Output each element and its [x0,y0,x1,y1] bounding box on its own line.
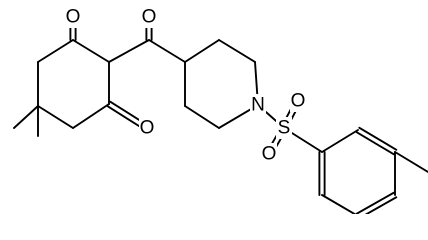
bond-line [108,39,150,63]
bond-line [37,105,74,129]
atom-n1: N [250,94,266,116]
bond-line [394,151,428,173]
atom-label-o2: O [142,7,157,28]
bond-line [184,39,220,63]
atom-label-layer: O O O N S O O [65,6,306,165]
atom-o5: O [261,143,277,165]
bond-line [355,191,395,214]
atom-s1: S [276,117,292,139]
bond-line [13,105,39,129]
atom-o1: O [65,6,81,28]
bond-line [364,196,398,214]
atom-label-o5: O [262,144,277,165]
atom-label-o3: O [140,118,155,139]
bond-line [355,131,395,156]
chemical-structure: O O O N S O O [13,6,428,214]
atom-o2: O [141,6,157,28]
atom-label-n1: N [251,95,265,116]
atom-o3: O [139,117,155,139]
bond-line [358,126,398,151]
atom-label-o1: O [66,7,81,28]
bond-line [37,39,74,63]
bond-line [72,103,110,129]
bond-line [148,39,186,63]
atom-o4: O [290,90,306,112]
bond-line [72,39,110,63]
bond-line [218,39,256,63]
bond-layer [13,16,428,214]
atom-label-o4: O [291,91,306,112]
bond-line [321,194,357,214]
atom-label-s1: S [278,118,291,139]
bond-line [321,129,359,153]
bond-line [184,105,220,129]
